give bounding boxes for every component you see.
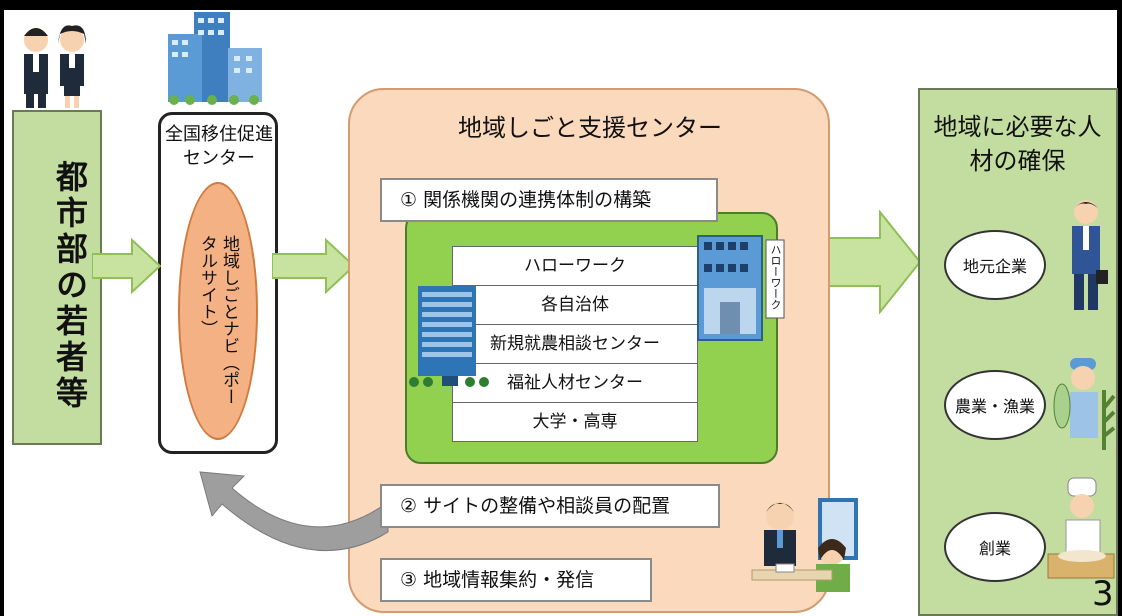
startup-oval: 創業 (944, 512, 1046, 582)
required-talent-title: 地域に必要な人材の確保 (933, 113, 1102, 175)
young-people-illustration (24, 25, 86, 108)
step-2-site-and-counselors: ② サイトの整備や相談員の配置 (380, 484, 720, 528)
arrow-youth-to-national (92, 238, 162, 294)
top-border (0, 0, 1122, 10)
arrow-national-to-support (272, 238, 356, 294)
national-migration-center-title: 全国移住促進センター (165, 124, 273, 169)
regional-job-support-center-title: 地域しごと支援センター (458, 114, 722, 142)
org-welfare-talent-center: 福祉人材センター (453, 364, 697, 403)
hello-work-building-icon (697, 235, 785, 341)
left-border (0, 0, 4, 616)
businessman-illustration (1072, 200, 1108, 310)
page-number: 3 (1092, 574, 1114, 614)
consultation-illustration (751, 498, 858, 592)
agriculture-fishery-oval: 農業・漁業 (944, 370, 1046, 440)
arrow-support-to-talent (826, 210, 922, 314)
related-organizations-list: ハローワーク 各自治体 新規就農相談センター 福祉人材センター 大学・高専 (452, 246, 698, 442)
step-1-cooperation-system: ① 関係機関の連携体制の構築 (380, 178, 718, 222)
right-border (1117, 0, 1122, 616)
org-hello-work: ハローワーク (453, 247, 697, 286)
portal-site-ellipse (178, 182, 258, 440)
org-universities: 大学・高専 (532, 412, 618, 432)
farmer-illustration (1053, 358, 1116, 450)
hello-work-sign: ハローワーク (769, 244, 782, 310)
portal-site-label: 地域しごとナビ（ポータルサイト） (197, 235, 239, 405)
urban-youth-label: 都市部の若者等 (51, 160, 89, 412)
office-building-icon (409, 286, 489, 387)
return-arrow (199, 471, 389, 551)
office-buildings-illustration (168, 12, 262, 105)
local-companies-oval: 地元企業 (944, 230, 1046, 300)
org-local-governments: 各自治体 (453, 286, 697, 325)
org-new-farmer-center: 新規就農相談センター (453, 325, 697, 364)
step-3-regional-info: ③ 地域情報集約・発信 (380, 558, 652, 602)
chef-illustration (1047, 477, 1115, 579)
